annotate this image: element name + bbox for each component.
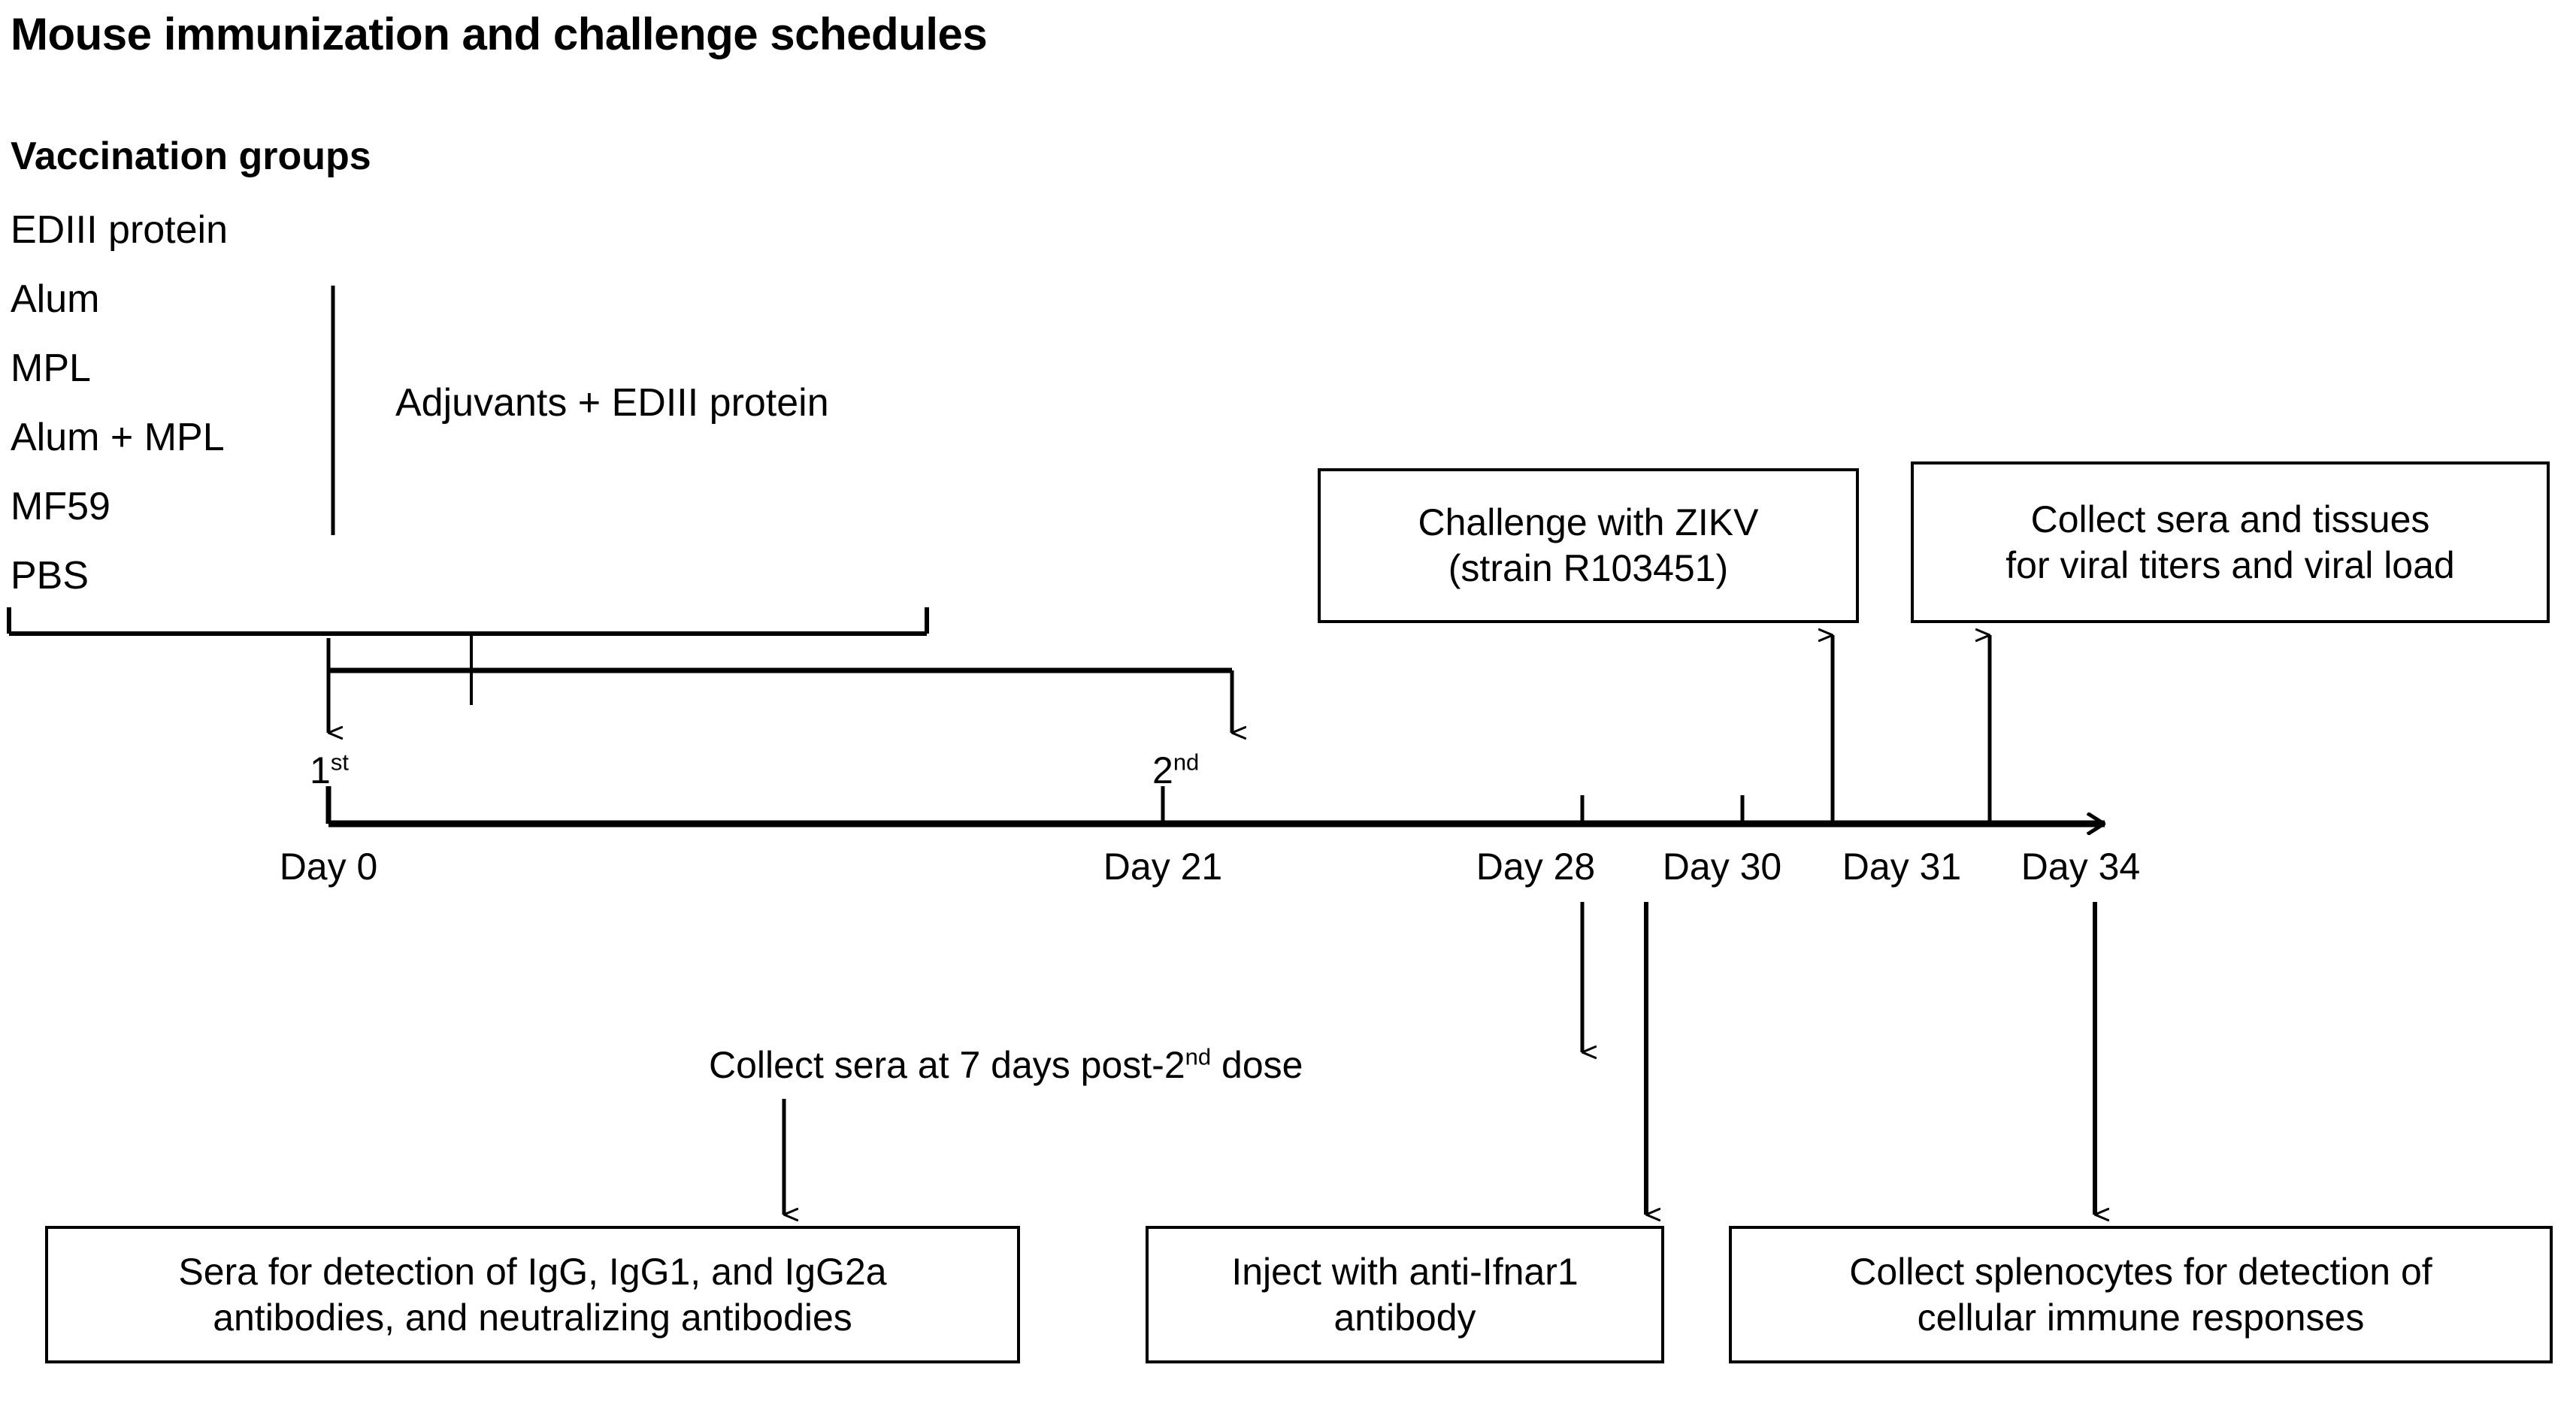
dose-ordinal-2nd-number: 2 [1152, 749, 1173, 791]
timeline-tick-label-day-31: Day 31 [1842, 846, 1962, 888]
dose-ordinal-1st-suffix: st [330, 749, 349, 776]
box-challenge-zikv-line1: Challenge with ZIKV [1418, 501, 1759, 543]
vaccination-group-item-5: PBS [11, 554, 89, 598]
dose-ordinal-1st: 1st [310, 749, 349, 791]
section-title-vaccination-groups: Vaccination groups [11, 135, 371, 178]
timeline-tick-label-day-28: Day 28 [1476, 846, 1596, 888]
annotation-collect-sera-suffix: dose [1211, 1044, 1303, 1086]
timeline-tick-label-day-21: Day 21 [1103, 846, 1223, 888]
adjuvants-bracket-label: Adjuvants + EDIII protein [395, 381, 829, 425]
dose-ordinal-2nd: 2nd [1152, 749, 1200, 791]
box-collect-splenocytes-line1: Collect splenocytes for detection of [1849, 1250, 2432, 1293]
box-inject-anti-ifnar1-line2: antibody [1333, 1296, 1476, 1339]
annotation-collect-sera-post-dose: Collect sera at 7 days post-2nd dose [709, 1043, 1303, 1086]
vaccination-group-item-2: MPL [11, 346, 91, 390]
page-title: Mouse immunization and challenge schedul… [11, 9, 988, 59]
box-collect-sera-tissues[interactable]: Collect sera and tissues for viral titer… [1911, 461, 2550, 623]
box-inject-anti-ifnar1[interactable]: Inject with anti-Ifnar1 antibody [1146, 1226, 1664, 1363]
timeline-tick-label-day-0: Day 0 [279, 846, 378, 888]
annotation-collect-sera-prefix: Collect sera at 7 days post-2 [709, 1044, 1185, 1086]
box-sera-antibody-detection-line2: antibodies, and neutralizing antibodies [213, 1296, 852, 1339]
box-collect-splenocytes-line2: cellular immune responses [1917, 1296, 2365, 1339]
box-sera-antibody-detection-line1: Sera for detection of IgG, IgG1, and IgG… [178, 1250, 887, 1293]
dose-ordinal-1st-number: 1 [310, 749, 331, 791]
annotation-collect-sera-sup: nd [1185, 1043, 1212, 1070]
timeline-tick-label-day-34: Day 34 [2021, 846, 2141, 888]
box-collect-sera-tissues-line1: Collect sera and tissues [2030, 498, 2430, 540]
box-collect-splenocytes[interactable]: Collect splenocytes for detection of cel… [1729, 1226, 2553, 1363]
box-collect-sera-tissues-line2: for viral titers and viral load [2005, 543, 2455, 586]
box-inject-anti-ifnar1-line1: Inject with anti-Ifnar1 [1231, 1250, 1579, 1293]
dose-ordinal-2nd-suffix: nd [1173, 749, 1200, 776]
vaccination-group-item-3: Alum + MPL [11, 416, 225, 459]
box-challenge-zikv-line2: (strain R103451) [1448, 547, 1729, 589]
vaccination-groups-bracket [7, 607, 929, 636]
box-challenge-zikv[interactable]: Challenge with ZIKV (strain R103451) [1318, 468, 1859, 623]
vaccination-group-item-1: Alum [11, 277, 100, 321]
box-sera-antibody-detection[interactable]: Sera for detection of IgG, IgG1, and IgG… [45, 1226, 1020, 1363]
vaccination-group-item-4: MF59 [11, 485, 110, 528]
vaccination-group-item-0: EDIII protein [11, 208, 229, 252]
timeline-tick-label-day-30: Day 30 [1662, 846, 1782, 888]
